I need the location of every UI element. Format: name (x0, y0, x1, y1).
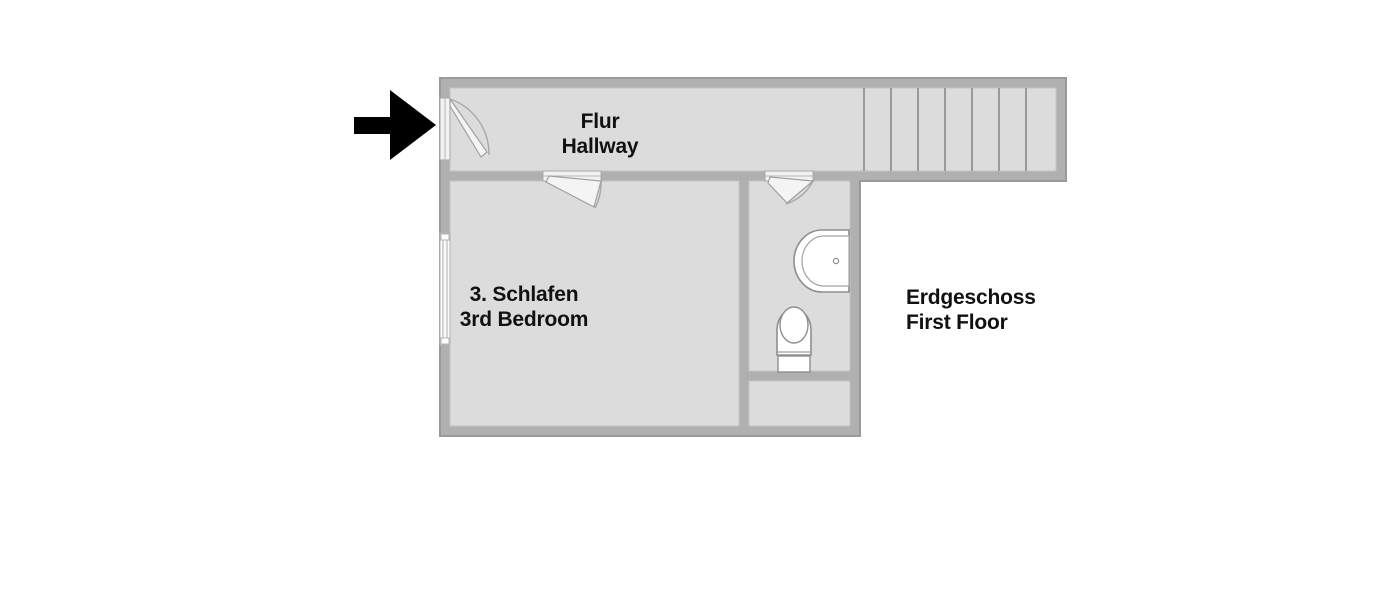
bathroom-sink (793, 229, 850, 293)
toilet-bowl (779, 306, 809, 344)
entry-door-swing (439, 97, 490, 161)
room-closet-fill (749, 381, 850, 426)
bathroom-door-arc (785, 180, 814, 205)
bathroom-door-swing (764, 170, 815, 205)
bedroom-window (439, 232, 451, 346)
bedroom-label-de: 3. Schlafen (470, 283, 579, 306)
sink-drain (832, 257, 840, 265)
arrow-head (390, 90, 436, 160)
bathroom-toilet (776, 306, 812, 373)
window-stop-top (440, 233, 450, 241)
room-stairs-fill (864, 88, 1056, 171)
entry-door-arc (449, 98, 490, 156)
bedroom-door-leaf (545, 175, 602, 208)
bedroom-door-swing (542, 170, 602, 209)
hallway-label-de: Flur (581, 110, 620, 133)
entry-door-leaf (449, 97, 488, 158)
outer-wall-outline (439, 77, 1067, 437)
arrow-shaft (354, 117, 398, 134)
floor-label-de: Erdgeschoss (906, 286, 1036, 309)
room-hallway-fill (450, 88, 864, 171)
closet-inner-outline (748, 380, 851, 427)
room-bedroom-fill (450, 181, 739, 426)
bedroom-label-en: 3rd Bedroom (460, 308, 589, 331)
staircase (863, 88, 1027, 171)
sink-basin-inner (801, 235, 850, 287)
window-stop-bottom (440, 337, 450, 345)
labels-group: Flur Hallway 3. Schlafen 3rd Bedroom Erd… (460, 110, 1036, 334)
floor-label-en: First Floor (906, 311, 1008, 334)
window-frame (439, 232, 451, 346)
bathroom-door-leaf (767, 176, 815, 204)
entrance-arrow (354, 90, 436, 160)
toilet-cistern (777, 355, 811, 373)
hallway-label-en: Hallway (562, 135, 639, 158)
